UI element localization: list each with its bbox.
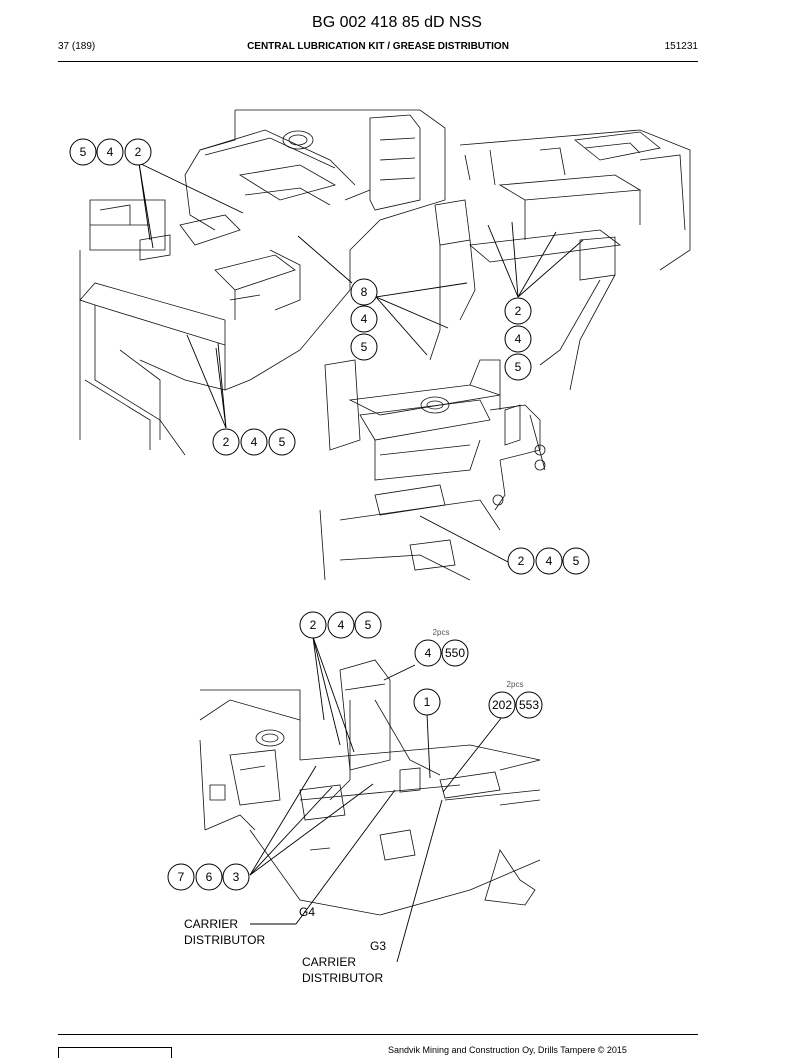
callout-label: 4 xyxy=(338,618,345,632)
g3-line2: DISTRIBUTOR xyxy=(302,971,383,985)
callout-label: 3 xyxy=(233,870,240,884)
g3-code: G3 xyxy=(370,939,386,953)
document-id: BG 002 418 85 dD NSS xyxy=(312,14,482,31)
header-rule xyxy=(58,61,698,62)
callout-group-t3: 2 4 5 xyxy=(504,297,532,381)
callout-group-t1: 5 4 2 xyxy=(69,138,152,166)
callout-label: 5 xyxy=(515,360,522,374)
callout-label: 202 xyxy=(492,698,512,712)
frame-assembly-top-left xyxy=(79,109,446,456)
page-number: 37 (189) xyxy=(58,41,96,52)
callout-label: 2 xyxy=(310,618,317,632)
callout-label: 2 xyxy=(135,145,142,159)
copyright: Sandvik Mining and Construction Oy, Dril… xyxy=(388,1045,627,1055)
callout-label: 6 xyxy=(206,870,213,884)
callout-label: 550 xyxy=(445,646,465,660)
callout-label: 1 xyxy=(424,695,431,709)
callout-label: 7 xyxy=(178,870,185,884)
callout-label: 8 xyxy=(361,285,368,299)
quantity-note: 2pcs xyxy=(507,680,524,689)
g4-code: G4 xyxy=(299,905,315,919)
callout-group-t4: 2 4 5 xyxy=(212,428,296,456)
callout-label: 4 xyxy=(361,312,368,326)
callout-label: 2 xyxy=(223,435,230,449)
quantity-note: 2pcs xyxy=(433,628,450,637)
callout-label: 553 xyxy=(519,698,539,712)
callout-label: 4 xyxy=(515,332,522,346)
callout-label: 4 xyxy=(251,435,258,449)
callout-group-b3: 1 xyxy=(413,688,441,716)
callout-label: 4 xyxy=(107,145,114,159)
annotation-g4: G4 CARRIER DISTRIBUTOR xyxy=(184,905,315,947)
annotation-g3: G3 CARRIER DISTRIBUTOR xyxy=(302,939,386,985)
callout-label: 2 xyxy=(518,554,525,568)
g4-line2: DISTRIBUTOR xyxy=(184,933,265,947)
callout-group-b5: 7 6 3 xyxy=(167,863,250,891)
callout-label: 2 xyxy=(515,304,522,318)
g3-line1: CARRIER xyxy=(302,955,356,969)
leader-lines xyxy=(138,162,584,963)
callout-group-b4: 2pcs 202 553 xyxy=(488,680,543,719)
callout-label: 5 xyxy=(361,340,368,354)
frame-assembly-top-right xyxy=(319,129,691,581)
callout-label: 5 xyxy=(573,554,580,568)
callout-label: 5 xyxy=(365,618,372,632)
callout-group-b1: 2 4 5 xyxy=(299,611,382,639)
section-title: CENTRAL LUBRICATION KIT / GREASE DISTRIB… xyxy=(247,41,509,52)
date-code: 151231 xyxy=(664,41,698,52)
footer-rule xyxy=(58,1034,698,1035)
callout-group-b2: 2pcs 4 550 xyxy=(414,628,469,667)
g4-line1: CARRIER xyxy=(184,917,238,931)
callout-label: 4 xyxy=(546,554,553,568)
callout-label: 5 xyxy=(80,145,87,159)
frame-assembly-bottom xyxy=(199,659,541,916)
callout-label: 5 xyxy=(279,435,286,449)
callout-group-t5: 2 4 5 xyxy=(507,547,590,575)
callout-label: 4 xyxy=(425,646,432,660)
callout-group-t2: 8 4 5 xyxy=(350,278,378,361)
